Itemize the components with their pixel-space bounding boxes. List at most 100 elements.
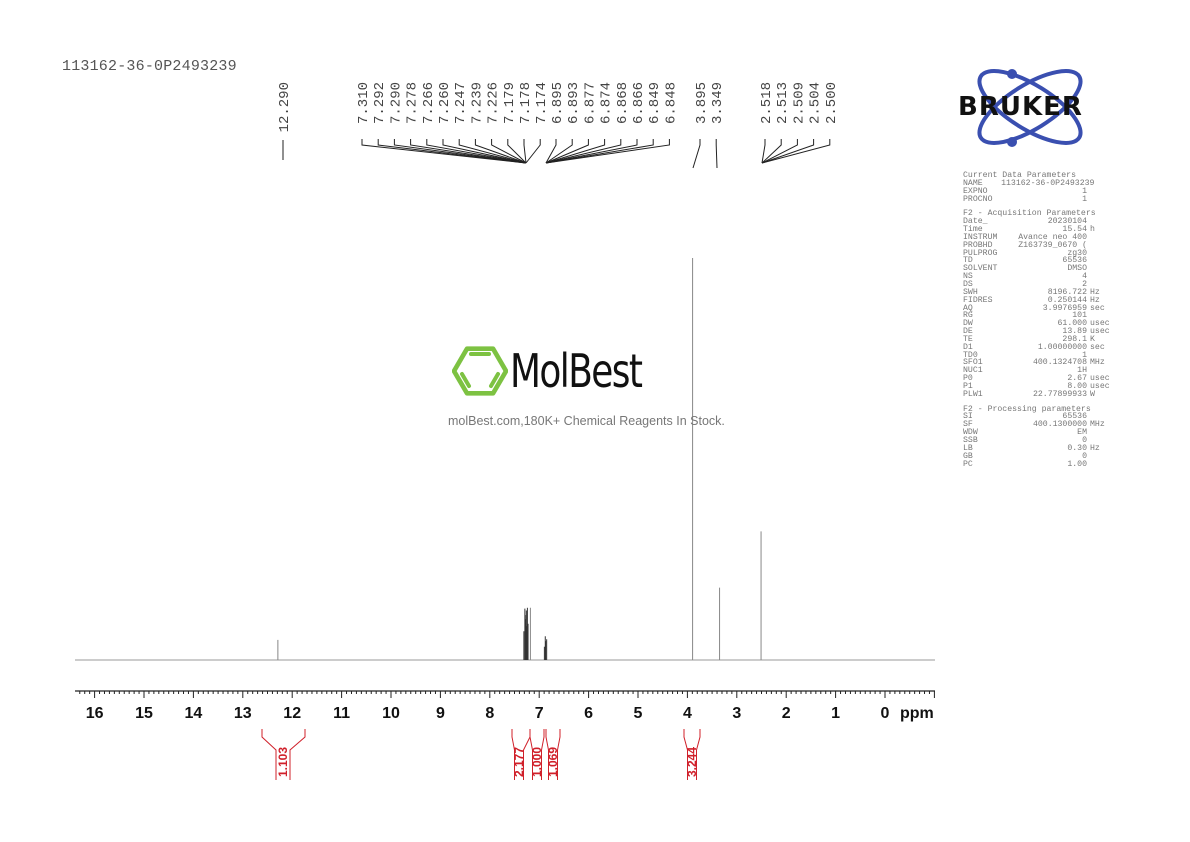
param-value: 65536 (1062, 256, 1087, 266)
param-value: 400.1324708 (1032, 358, 1087, 368)
peak-leader-line (426, 139, 527, 164)
peak-shift-label: 6.848 (663, 82, 679, 124)
param-unit (1087, 257, 1118, 265)
peak-leader-line (507, 139, 527, 164)
param-value: 3.9976959 (1042, 303, 1087, 313)
peak-leader-line (715, 139, 718, 169)
param-row: PROCNO 1 (963, 194, 1118, 204)
sample-id-title: 113162-36-0P2493239 (62, 58, 237, 75)
axis-tick-label: 6 (584, 705, 593, 722)
param-value: 1H (1077, 366, 1087, 376)
axis-unit-label: ppm (900, 705, 934, 722)
peak-shift-label: 7.292 (372, 82, 388, 124)
integral-bracket (683, 729, 688, 780)
param-value: 1 (1082, 194, 1087, 204)
param-section-title: F2 - Processing parameters (963, 404, 1091, 414)
axis-tick-label: 10 (382, 705, 400, 722)
peak-leader-line (545, 139, 638, 164)
param-unit: W (1090, 389, 1095, 399)
param-key: Time (963, 225, 983, 235)
param-value: 22.77899933 (1032, 389, 1087, 399)
peak-shift-label: 2.518 (759, 82, 775, 124)
param-key: PROBHD (963, 240, 993, 250)
param-key: PLW1 (963, 389, 983, 399)
param-value: 1 (1082, 186, 1087, 196)
param-row: Date_20230104 (963, 218, 1118, 226)
bruker-logo: BRUKER (950, 62, 1120, 152)
integral-bracket (289, 729, 306, 780)
peak-shift-label: 7.179 (502, 82, 518, 124)
peak-leader-line (761, 139, 798, 164)
param-unit (1087, 453, 1118, 461)
param-key: NS (963, 272, 973, 282)
peak-shift-label: 6.849 (647, 82, 663, 124)
param-unit: sec (1090, 342, 1105, 352)
param-value: 2 (1082, 279, 1087, 289)
param-unit: h (1090, 225, 1095, 235)
peak-leader-line (491, 139, 527, 164)
peak-shift-label: 7.278 (405, 82, 421, 124)
integral-bracket (541, 729, 545, 780)
param-value: 2.67 (1067, 374, 1087, 384)
peak-leader-line (410, 139, 527, 164)
integral-bracket (696, 729, 701, 780)
param-key: PROCNO (963, 194, 993, 204)
peak-leader-line (361, 139, 527, 164)
integral-value: 1.069 (546, 747, 560, 777)
peak-leader-line (377, 139, 527, 164)
param-value: 4 (1082, 272, 1087, 282)
bruker-wordmark: BRUKER (958, 92, 1083, 122)
axis-tick-label: 11 (333, 705, 350, 722)
param-key: GB (963, 451, 973, 461)
peak-shift-label: 2.500 (824, 82, 840, 124)
param-key: DS (963, 279, 973, 289)
param-key: PC (963, 459, 973, 469)
param-value: Avance neo 400 (1018, 232, 1087, 242)
param-section-title: F2 - Acquisition Parameters (963, 209, 1096, 219)
param-key: TD0 (963, 350, 978, 360)
axis-tick-label: 2 (782, 705, 791, 722)
param-value: 0 (1082, 436, 1087, 445)
param-key: P1 (963, 381, 973, 391)
param-section-title: Current Data Parameters (963, 171, 1077, 180)
param-key: TE (963, 334, 973, 344)
peak-shift-label: 7.266 (421, 82, 437, 124)
peak-leader-line (545, 139, 654, 164)
axis-tick-label: 1 (831, 705, 840, 722)
peak-shift-label: 3.349 (710, 82, 726, 124)
axis-tick-label: 15 (135, 705, 153, 722)
param-key: EXPNO (963, 186, 988, 196)
peak-shift-label: 7.174 (534, 82, 550, 124)
peak-leader-line (692, 139, 701, 169)
param-key: PULPROG (963, 248, 998, 258)
atom-orbit-icon (977, 69, 1083, 147)
param-key: SI (963, 412, 973, 422)
param-key: NAME (963, 178, 983, 188)
param-value: 1.00000000 (1037, 342, 1087, 352)
param-key: SFO1 (963, 358, 983, 368)
param-unit (1087, 265, 1118, 273)
param-unit: K (1090, 334, 1095, 344)
peak-leader-line (458, 139, 527, 164)
axis-tick-label: 3 (732, 705, 741, 722)
param-key: D1 (963, 342, 973, 352)
peak-shift-label: 2.513 (775, 82, 791, 124)
axis-tick-label: 7 (535, 705, 544, 722)
param-unit (1087, 461, 1118, 469)
param-unit (1087, 234, 1118, 242)
axis-tick-label: 0 (881, 705, 890, 722)
